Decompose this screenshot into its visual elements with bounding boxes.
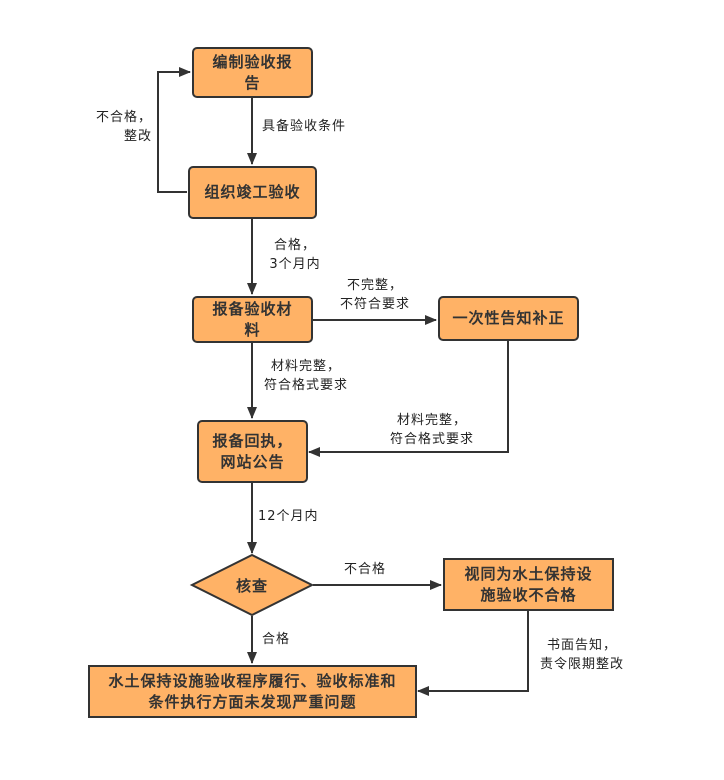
edge-label-within-12-months: 12个月内 [258,509,319,524]
edge-label-complete-right: 材料完整， 符合格式要求 [389,413,474,447]
edge-label-pass-3-months: 合格， 3个月内 [269,238,321,272]
node-final-result[interactable]: 水土保持设施验收程序履行、验收标准和 条件执行方面未发现严重问题 [88,665,417,718]
node-one-time-notice[interactable]: 一次性告知补正 [438,296,579,341]
edge-label-pass: 合格 [262,632,291,647]
edge-label-incomplete: 不完整， 不符合要求 [339,278,410,312]
edge-label-complete-left: 材料完整， 符合格式要求 [263,359,348,393]
edge-label-written-notice: 书面告知， 责令限期整改 [539,638,624,672]
decision-verify-label: 核查 [235,577,268,595]
node-deemed-failed[interactable]: 视同为水土保持设 施验收不合格 [443,558,614,611]
decision-verify-shape[interactable] [189,553,315,617]
node-organize-acceptance[interactable]: 组织竣工验收 [188,166,317,219]
edge-label-fail-rectify: 不合格， 整改 [95,110,152,144]
edge-label-has-conditions: 具备验收条件 [262,119,347,134]
edge-label-not-pass: 不合格 [344,562,387,577]
node-compile-report[interactable]: 编制验收报 告 [192,47,313,98]
edge-failed-to-final [417,611,529,696]
edge-fail-loop-back [157,67,191,193]
node-file-materials[interactable]: 报备验收材 料 [192,296,313,343]
edge-notice-to-receipt [308,341,509,457]
node-filing-receipt[interactable]: 报备回执， 网站公告 [197,420,308,483]
